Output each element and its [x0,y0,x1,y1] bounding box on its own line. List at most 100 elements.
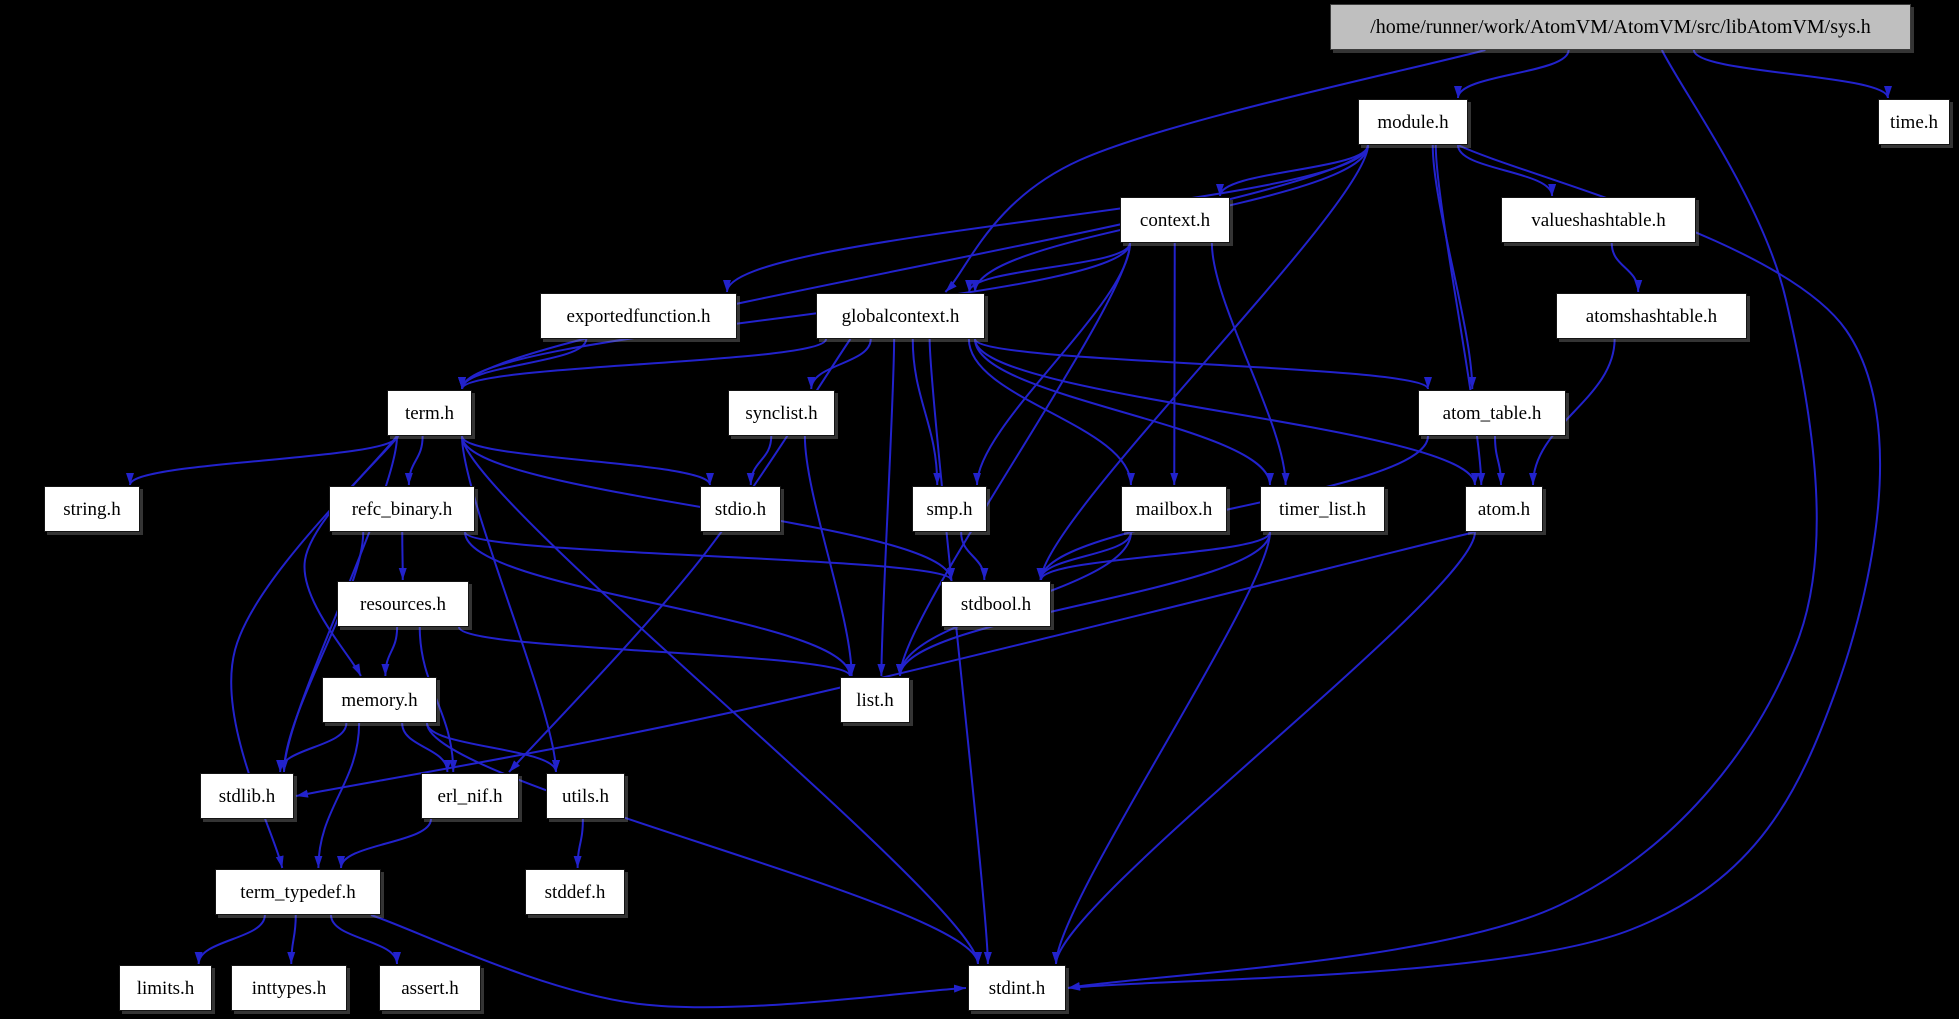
edge-globalcontext-to-atom_table [974,338,1432,390]
graph-node-label: exportedfunction.h [566,305,711,327]
edge-context-to-term [458,242,1131,390]
graph-node-label: refc_binary.h [351,498,453,520]
edge-globalcontext-to-mailbox [967,338,1135,486]
graph-node-label: stdint.h [988,977,1046,999]
edge-sys-to-globalcontext [944,49,1486,293]
edge-atom_table-to-stdbool [1037,435,1429,581]
graph-node-label: inttypes.h [251,977,327,999]
graph-node-label: resources.h [360,593,446,615]
graph-node-atom-table[interactable]: atom_table.h [1418,390,1566,436]
edge-term-to-refc_binary [404,435,424,486]
graph-node-term[interactable]: term.h [387,390,472,436]
graph-node-erl-nif[interactable]: erl_nif.h [421,773,519,819]
graph-node-label: limits.h [136,977,195,999]
graph-node-exportedfunction[interactable]: exportedfunction.h [540,293,737,339]
edge-term-to-utils [461,435,560,773]
edge-context-to-smp [973,242,1131,486]
edge-module-to-atom_table [1431,144,1477,390]
edge-globalcontext-to-smp [911,338,942,486]
edge-utils-to-stddef [573,818,584,869]
graph-node-label: smp.h [926,498,973,520]
graph-node-limits[interactable]: limits.h [119,965,212,1011]
graph-node-label: timer_list.h [1278,498,1367,520]
edge-module-to-atom [1434,144,1486,486]
edge-globalcontext-to-timer_list [974,338,1274,486]
graph-node-timer-list[interactable]: timer_list.h [1260,486,1385,532]
edge-term_typedef-to-stdint [370,914,967,1009]
edge-synclist-to-stdio [746,435,773,486]
graph-node-smp[interactable]: smp.h [912,486,987,532]
graph-node-term-typedef[interactable]: term_typedef.h [215,869,381,915]
edge-module-to-term [458,144,1369,390]
edge-globalcontext-to-synclist [807,338,872,390]
graph-node-utils[interactable]: utils.h [546,773,625,819]
edge-exportedfunction-to-term [458,338,588,390]
graph-node-stdint[interactable]: stdint.h [968,965,1066,1011]
graph-node-label: term_typedef.h [240,881,356,903]
graph-node-time[interactable]: time.h [1878,99,1950,145]
edge-erl_nif-to-term_typedef [337,818,432,869]
graph-node-resources[interactable]: resources.h [337,581,469,627]
graph-node-label: atom_table.h [1442,402,1542,424]
edge-valueshashtable-to-atomshashtable [1610,242,1643,293]
edge-refc_binary-to-list [464,531,854,677]
graph-node-stdio[interactable]: stdio.h [700,486,781,532]
graph-node-label: list.h [856,689,894,711]
graph-node-atom[interactable]: atom.h [1465,486,1543,532]
graph-node-label: erl_nif.h [437,785,503,807]
graph-node-module[interactable]: module.h [1358,99,1468,145]
graph-node-label: stdbool.h [960,593,1032,615]
graph-node-inttypes[interactable]: inttypes.h [231,965,347,1011]
graph-node-stddef[interactable]: stddef.h [525,869,625,915]
edge-term-to-string [126,435,398,486]
graph-node-label: context.h [1139,209,1211,231]
edge-refc_binary-to-resources [398,531,407,581]
graph-node-assert[interactable]: assert.h [379,965,481,1011]
graph-node-label: stddef.h [544,881,606,903]
edge-refc_binary-to-stdbool [464,531,955,581]
graph-node-atomshashtable[interactable]: atomshashtable.h [1556,293,1747,339]
edge-globalcontext-to-atom [974,338,1479,486]
graph-node-memory[interactable]: memory.h [322,677,437,723]
graph-node-sys: /home/runner/work/AtomVM/AtomVM/src/libA… [1330,4,1911,50]
graph-node-label: mailbox.h [1135,498,1213,520]
graph-node-label: utils.h [562,785,609,807]
graph-node-label: string.h [63,498,121,520]
edge-resources-to-memory [381,626,399,677]
graph-node-mailbox[interactable]: mailbox.h [1121,486,1227,532]
graph-node-context[interactable]: context.h [1120,197,1230,243]
graph-node-label: stdio.h [714,498,767,520]
edge-timer_list-to-stdbool [1037,531,1271,581]
graph-node-synclist[interactable]: synclist.h [728,390,835,436]
graph-node-label: stdlib.h [218,785,276,807]
graph-node-globalcontext[interactable]: globalcontext.h [816,293,985,339]
edge-term_typedef-to-assert [330,914,401,965]
edge-sys-to-stdint [1067,49,1818,990]
edge-memory-to-utils [426,722,560,773]
graph-node-label: atomshashtable.h [1585,305,1718,327]
edge-memory-to-stdlib [276,722,348,773]
edge-memory-to-term_typedef [314,722,361,869]
graph-node-label: time.h [1889,111,1939,133]
edge-context-to-timer_list [1210,242,1290,486]
graph-node-label: memory.h [341,689,418,711]
edge-term-to-stdio [461,435,714,486]
edge-sys-to-time [1692,49,1892,99]
edge-term-to-stdint [461,435,982,965]
edge-globalcontext-to-stdint [928,338,992,965]
graph-node-label: /home/runner/work/AtomVM/AtomVM/src/libA… [1370,16,1871,38]
edge-memory-to-stdint [426,722,982,965]
graph-node-label: globalcontext.h [841,305,960,327]
graph-node-stdlib[interactable]: stdlib.h [200,773,294,819]
edge-sys-to-module [1454,49,1570,99]
graph-node-string[interactable]: string.h [44,486,140,532]
graph-node-stdbool[interactable]: stdbool.h [941,581,1051,627]
graph-node-valueshashtable[interactable]: valueshashtable.h [1501,197,1696,243]
graph-node-refc-binary[interactable]: refc_binary.h [329,486,475,532]
graph-node-list[interactable]: list.h [840,677,910,723]
edge-resources-to-list [458,626,854,677]
edge-refc_binary-to-stdlib [280,531,365,773]
edge-module-to-stdbool [1037,144,1369,581]
